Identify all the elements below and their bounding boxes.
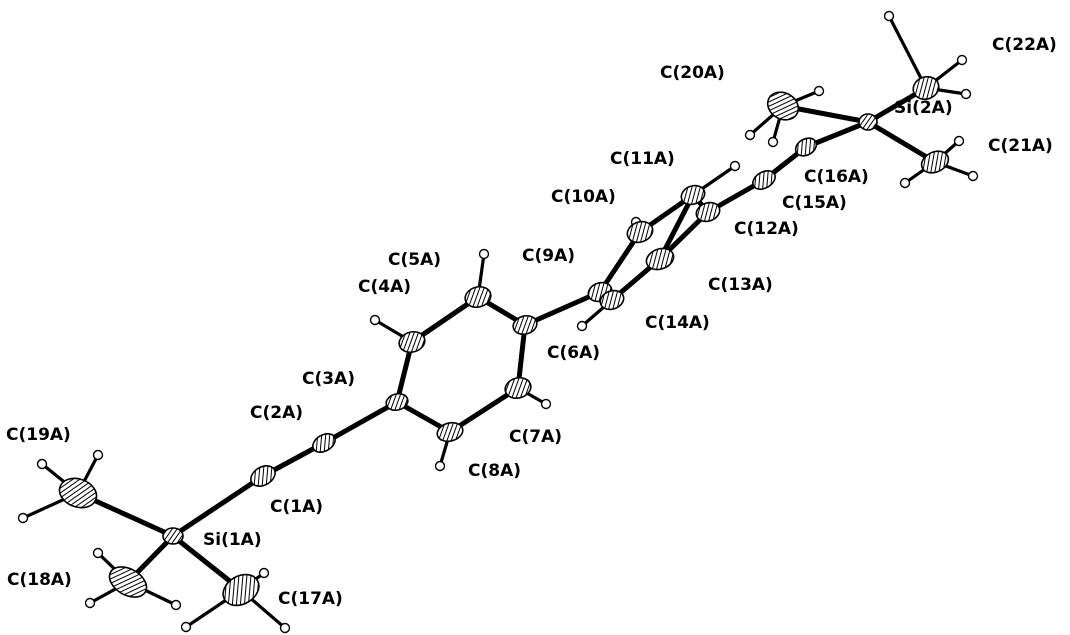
label-c9a: C(9A) (522, 246, 575, 266)
label-c18a: C(18A) (7, 570, 72, 590)
atom-c13a (645, 247, 675, 271)
atom-c5a (464, 285, 492, 309)
h-atom (258, 567, 270, 579)
label-c15a: C(15A) (782, 193, 847, 213)
h-atom (960, 88, 972, 100)
bond-c3a-c2a (321, 399, 400, 446)
bond-lines (75, 85, 938, 593)
h-atom (92, 449, 104, 461)
atom-c1a (250, 465, 276, 487)
label-c7a: C(7A) (509, 427, 562, 447)
h-atom (883, 10, 895, 22)
h-atom (899, 177, 911, 189)
h-atom (17, 512, 29, 524)
atom-c20a (766, 91, 800, 121)
h-atom (434, 460, 446, 472)
h-atom (84, 597, 96, 609)
label-c5a: C(5A) (388, 250, 441, 270)
h-atom (180, 621, 192, 633)
atom-c15a (752, 170, 776, 190)
label-c17a: C(17A) (278, 589, 343, 609)
h-atom (956, 54, 968, 66)
label-c20a: C(20A) (660, 63, 725, 83)
bond-c8a-c7a (447, 385, 521, 435)
h-atom (279, 622, 291, 634)
h-atom (953, 135, 965, 147)
label-c1a: C(1A) (270, 497, 323, 517)
label-c21a: C(21A) (988, 136, 1053, 156)
atom-c7a (504, 376, 532, 400)
hydrogen-atoms (17, 10, 979, 634)
h-atom (967, 170, 979, 182)
h-atom (369, 314, 381, 326)
h-atom (36, 458, 48, 470)
atom-labels: C(22A) C(20A) Si(2A) C(21A) C(11A) C(16A… (6, 35, 1057, 609)
atom-c3a (385, 392, 409, 412)
atom-si1a (162, 527, 184, 545)
atom-c19a (58, 477, 98, 509)
atom-si2a (858, 113, 878, 131)
ch-bond (887, 14, 928, 90)
label-c2a: C(2A) (250, 403, 303, 423)
label-c22a: C(22A) (992, 35, 1057, 55)
h-atom (729, 160, 741, 172)
atom-c8a (436, 421, 464, 443)
label-c10a: C(10A) (551, 187, 616, 207)
bond-si2a-c21a (865, 119, 938, 165)
label-c14a: C(14A) (645, 313, 710, 333)
atom-c6a (512, 314, 538, 336)
atom-c17a (222, 573, 260, 607)
heavy-atoms (58, 75, 950, 607)
atom-c16a (794, 137, 818, 157)
atom-c18a (108, 566, 148, 598)
bond-c9a-c6a (522, 289, 603, 328)
atom-c4a (398, 330, 426, 354)
h-atom (767, 136, 779, 148)
atom-c22a (912, 75, 940, 101)
h-atom (170, 599, 182, 611)
label-c19a: C(19A) (6, 425, 71, 445)
label-c3a: C(3A) (302, 369, 355, 389)
label-c11a: C(11A) (610, 149, 675, 169)
h-atom (744, 129, 756, 141)
label-si1a: Si(1A) (203, 530, 262, 550)
h-atom (576, 320, 588, 332)
atom-c11a (680, 184, 706, 206)
label-c13a: C(13A) (708, 275, 773, 295)
label-c6a: C(6A) (547, 343, 600, 363)
h-atom (813, 85, 825, 97)
h-atom (540, 398, 552, 410)
label-c8a: C(8A) (468, 461, 521, 481)
label-c4a: C(4A) (358, 277, 411, 297)
label-si2a: Si(2A) (894, 98, 953, 118)
atom-c14a (599, 289, 625, 311)
h-atom (478, 248, 490, 260)
h-atom (92, 547, 104, 559)
atom-c21a (920, 150, 950, 174)
atom-c12a (695, 201, 721, 223)
bond-c1a-si1a (170, 473, 266, 539)
atom-c10a (626, 220, 654, 244)
atom-c2a (312, 433, 336, 453)
label-c12a: C(12A) (734, 219, 799, 239)
label-c16a: C(16A) (804, 167, 869, 187)
